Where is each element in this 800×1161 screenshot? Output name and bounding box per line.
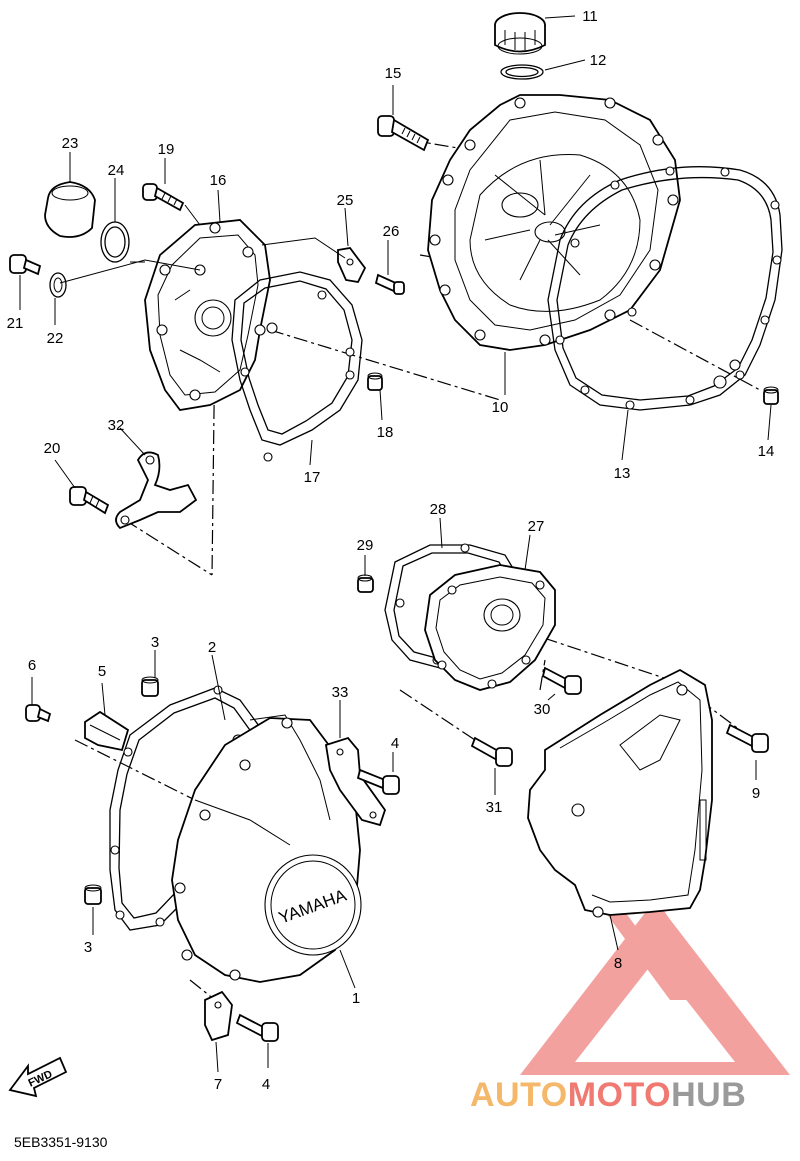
dowel-pin-14 (763, 386, 779, 405)
callout-3b: 3 (84, 939, 92, 956)
callout-3a: 3 (151, 634, 159, 651)
callout-33: 33 (332, 684, 349, 701)
bolt-31 (470, 736, 513, 767)
bolt-20 (69, 486, 110, 515)
callout-26: 26 (383, 223, 400, 240)
callout-21: 21 (7, 315, 24, 332)
clamp-5 (84, 710, 130, 752)
pickup-coil-gasket (231, 271, 363, 462)
callout-25: 25 (337, 192, 354, 209)
callout-14: 14 (758, 443, 775, 460)
plug-23 (44, 181, 96, 238)
callout-2: 2 (208, 639, 216, 656)
callout-7: 7 (214, 1076, 222, 1093)
clutch-cover (427, 94, 681, 351)
callout-20: 20 (44, 440, 61, 457)
callout-31: 31 (486, 799, 503, 816)
callout-15: 15 (385, 65, 402, 82)
generator-cover-1: YAMAHA (171, 714, 362, 983)
callout-5: 5 (98, 663, 106, 680)
callout-23: 23 (62, 135, 79, 152)
starter-cover-27 (424, 564, 556, 691)
fwd-arrow-icon: FWD (8, 1056, 68, 1098)
callout-24: 24 (108, 162, 125, 179)
callout-4a: 4 (391, 735, 399, 752)
oil-filler-cap (494, 12, 546, 55)
washer-22 (49, 272, 67, 298)
o-ring (500, 64, 544, 80)
callout-8: 8 (614, 955, 622, 972)
callout-19: 19 (158, 141, 175, 158)
screw-26 (374, 273, 405, 295)
o-ring-24 (100, 221, 130, 263)
bolt-9 (725, 723, 769, 753)
bolt-4-upper (356, 768, 400, 795)
bolt-21 (9, 254, 42, 276)
dowel-pin-29 (357, 574, 374, 593)
callout-17: 17 (304, 469, 321, 486)
bracket-33 (324, 736, 386, 827)
bolt-30 (541, 666, 582, 695)
clamp-7 (204, 990, 233, 1042)
bolt-15 (377, 115, 430, 152)
clutch-cover-gasket (547, 166, 783, 411)
callout-9: 9 (752, 785, 760, 802)
bolt-19 (142, 183, 185, 212)
callout-4b: 4 (262, 1076, 270, 1093)
callout-18: 18 (377, 424, 394, 441)
callout-32: 32 (108, 417, 125, 434)
watermark-auto: AUTO (470, 1076, 568, 1114)
callout-1: 1 (352, 990, 360, 1007)
callout-27: 27 (528, 518, 545, 535)
callout-12: 12 (590, 52, 607, 69)
bolt-6 (25, 704, 52, 723)
sprocket-cover-8 (527, 668, 713, 918)
callout-leader-lines: 1 2 3 3 4 4 5 6 7 8 9 10 11 12 13 14 15 … (7, 8, 775, 1093)
watermark-text: AUTOMOTOHUB (470, 1076, 746, 1115)
callout-6: 6 (28, 657, 36, 674)
callout-13: 13 (614, 465, 631, 482)
callout-29: 29 (357, 537, 374, 554)
pickup-coil-cover (144, 219, 271, 411)
dowel-pin-3b (84, 884, 102, 905)
callout-22: 22 (47, 330, 64, 347)
dowel-pin-3a (141, 676, 159, 697)
callout-28: 28 (430, 501, 447, 518)
callout-10: 10 (492, 399, 509, 416)
callout-30: 30 (534, 701, 551, 718)
fwd-label: FWD (27, 1068, 55, 1089)
cable-guide-32 (115, 451, 198, 530)
dowel-pin-18 (367, 372, 383, 391)
bolt-4-lower (235, 1013, 279, 1042)
watermark-hub: HUB (671, 1076, 747, 1114)
watermark-moto: MOTO (567, 1076, 672, 1114)
bracket-25 (337, 247, 367, 283)
reference-code: 5EB3351-9130 (14, 1134, 108, 1150)
watermark-logo (520, 900, 790, 1075)
callout-16: 16 (210, 172, 227, 189)
callout-11: 11 (582, 8, 598, 25)
